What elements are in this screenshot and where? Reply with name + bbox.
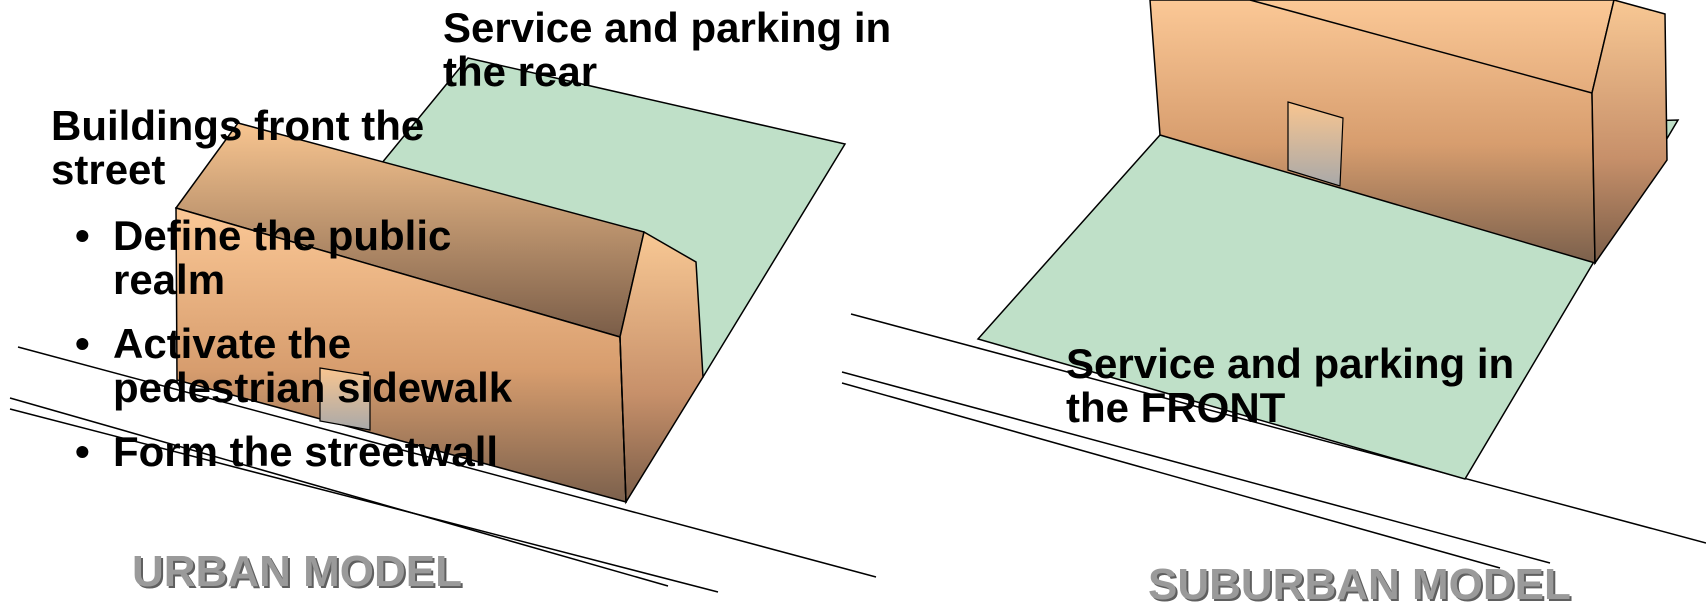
suburban-street-line	[841, 382, 1501, 569]
urban-front-heading: Buildings front the street	[51, 104, 424, 192]
bullet-text-line1: Activate the	[113, 320, 352, 367]
urban-model-label: URBAN MODEL	[132, 547, 462, 596]
suburban-model-label: SUBURBAN MODEL	[1148, 560, 1571, 609]
urban-rear-label-line1: Service and parking in	[443, 4, 892, 51]
urban-rear-label-line2: the rear	[443, 48, 598, 95]
urban-bullet-item: Activate the pedestrian sidewalk	[51, 322, 512, 410]
suburban-street-line	[841, 371, 1551, 564]
suburban-front-label: Service and parking in the FRONT	[1066, 342, 1514, 430]
urban-bullet-item: Define the public realm	[51, 214, 512, 302]
urban-building-side-wall	[619, 230, 704, 505]
suburban-building-door	[1287, 101, 1344, 187]
urban-front-heading-line2: street	[51, 146, 166, 193]
suburban-model-diagram	[841, 0, 1706, 569]
suburban-street-line	[850, 313, 1706, 544]
suburban-building-side-wall	[1591, 0, 1668, 266]
urban-front-heading-line1: Buildings front the	[51, 102, 425, 149]
urban-bullet-item: Form the streetwall	[51, 428, 512, 475]
urban-bullet-list: Define the public realm Activate the ped…	[51, 214, 512, 475]
bullet-text-line2: realm	[113, 256, 226, 303]
bullet-text-line1: Form the streetwall	[113, 428, 499, 475]
urban-rear-label: Service and parking in the rear	[443, 6, 891, 94]
bullet-text-line1: Define the public	[113, 212, 452, 259]
bullet-text-line2: pedestrian sidewalk	[113, 364, 513, 411]
suburban-front-label-line2: the FRONT	[1066, 384, 1286, 431]
suburban-front-label-line1: Service and parking in	[1066, 340, 1515, 387]
